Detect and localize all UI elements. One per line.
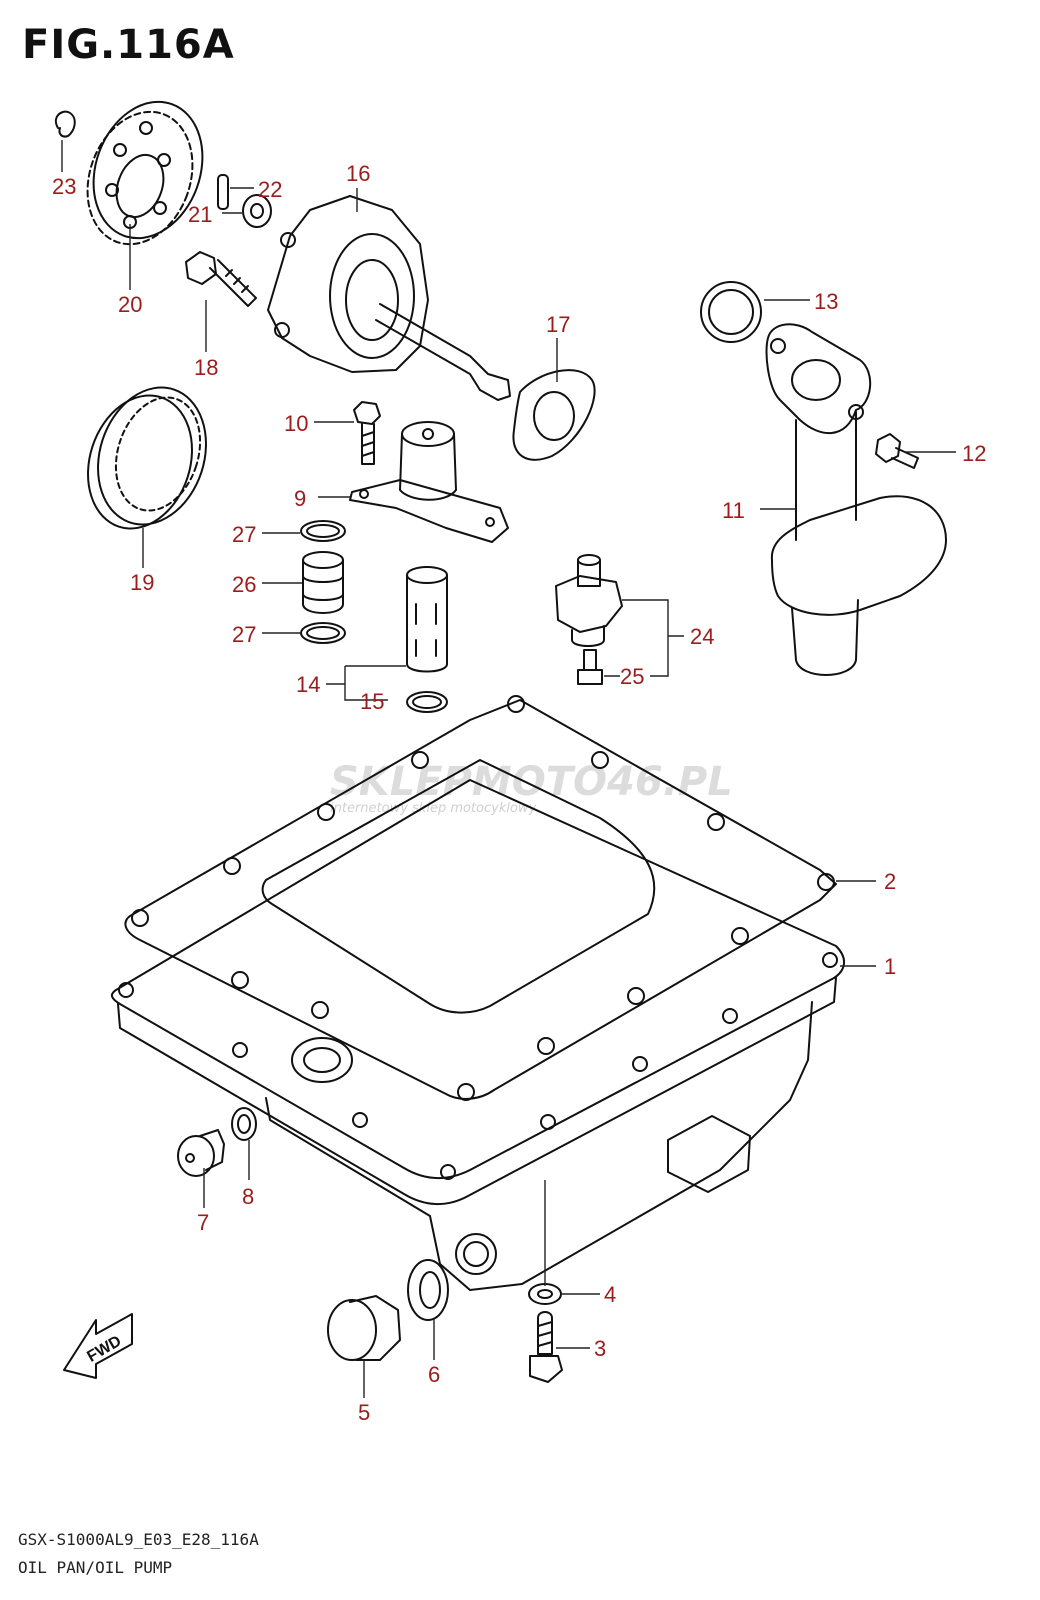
callout-26: 26 [232,572,256,597]
part-8-gasket[interactable] [231,1107,257,1141]
part-9-housing[interactable] [349,421,509,543]
callout-14: 14 [296,672,320,697]
callout-18: 18 [194,355,218,380]
part-4-washer[interactable] [528,1283,562,1305]
part-27-oring-lower[interactable] [300,622,346,644]
callout-9: 9 [294,486,306,511]
callout-8: 8 [242,1184,254,1209]
callout-16: 16 [346,161,370,186]
callout-11: 11 [722,498,745,523]
part-18-bolt[interactable] [185,251,257,307]
part-2-gasket[interactable] [124,695,837,1101]
watermark-tagline: internetowy sklep motocyklowy [330,801,537,816]
part-23-circlip[interactable] [54,110,76,138]
part-20-sprocket[interactable] [70,86,221,259]
part-16-oil-pump[interactable] [267,195,511,401]
callout-20: 20 [118,292,142,317]
callout-12: 12 [962,441,986,466]
callout-17: 17 [546,312,570,337]
callout-3: 3 [594,1336,606,1361]
callout-27-upper: 27 [232,522,256,547]
part-11-oil-strainer[interactable] [765,323,947,676]
figure-name: OIL PAN/OIL PUMP [18,1558,173,1577]
part-27-oring-upper[interactable] [300,520,346,542]
part-24-pressure-switch[interactable] [555,554,623,647]
callout-24: 24 [690,624,714,649]
callout-25: 25 [620,664,644,689]
part-26-sleeve[interactable] [302,551,344,614]
callout-19: 19 [130,570,154,595]
part-22-pin[interactable] [217,174,229,210]
callout-13: 13 [814,289,838,314]
part-15-oring[interactable] [406,691,448,713]
callouts: 23 22 21 16 20 13 17 18 10 12 9 11 27 19… [52,161,986,1425]
callout-6: 6 [428,1362,440,1387]
part-7-plug[interactable] [177,1129,225,1177]
callout-10: 10 [284,411,308,436]
leader-lines [61,140,956,1398]
callout-15: 15 [360,689,384,714]
callout-4: 4 [604,1282,616,1307]
callout-27-lower: 27 [232,622,256,647]
part-21-washer[interactable] [242,194,272,228]
figure-title: FIG.116A [22,22,235,68]
callout-7: 7 [197,1210,209,1235]
callout-1: 1 [884,954,896,979]
callout-21: 21 [188,202,212,227]
part-12-bolt[interactable] [875,433,919,469]
model-code: GSX-S1000AL9_E03_E28_116A [18,1530,259,1549]
part-14-pipe[interactable] [406,566,448,673]
part-13-oring[interactable] [700,281,762,343]
callout-22: 22 [258,177,282,202]
fwd-arrow-icon: FWD [63,1313,133,1379]
part-5-plug[interactable] [327,1295,401,1361]
part-6-gasket[interactable] [407,1259,449,1321]
callout-5: 5 [358,1400,370,1425]
part-25-screw[interactable] [577,649,603,685]
part-1-oil-pan[interactable] [110,779,845,1291]
part-3-bolt[interactable] [529,1311,563,1383]
part-17-gasket[interactable] [512,369,596,461]
callout-23: 23 [52,174,76,199]
callout-2: 2 [884,869,896,894]
part-10-bolt[interactable] [353,401,381,465]
part-19-ring-gear[interactable] [71,373,223,542]
